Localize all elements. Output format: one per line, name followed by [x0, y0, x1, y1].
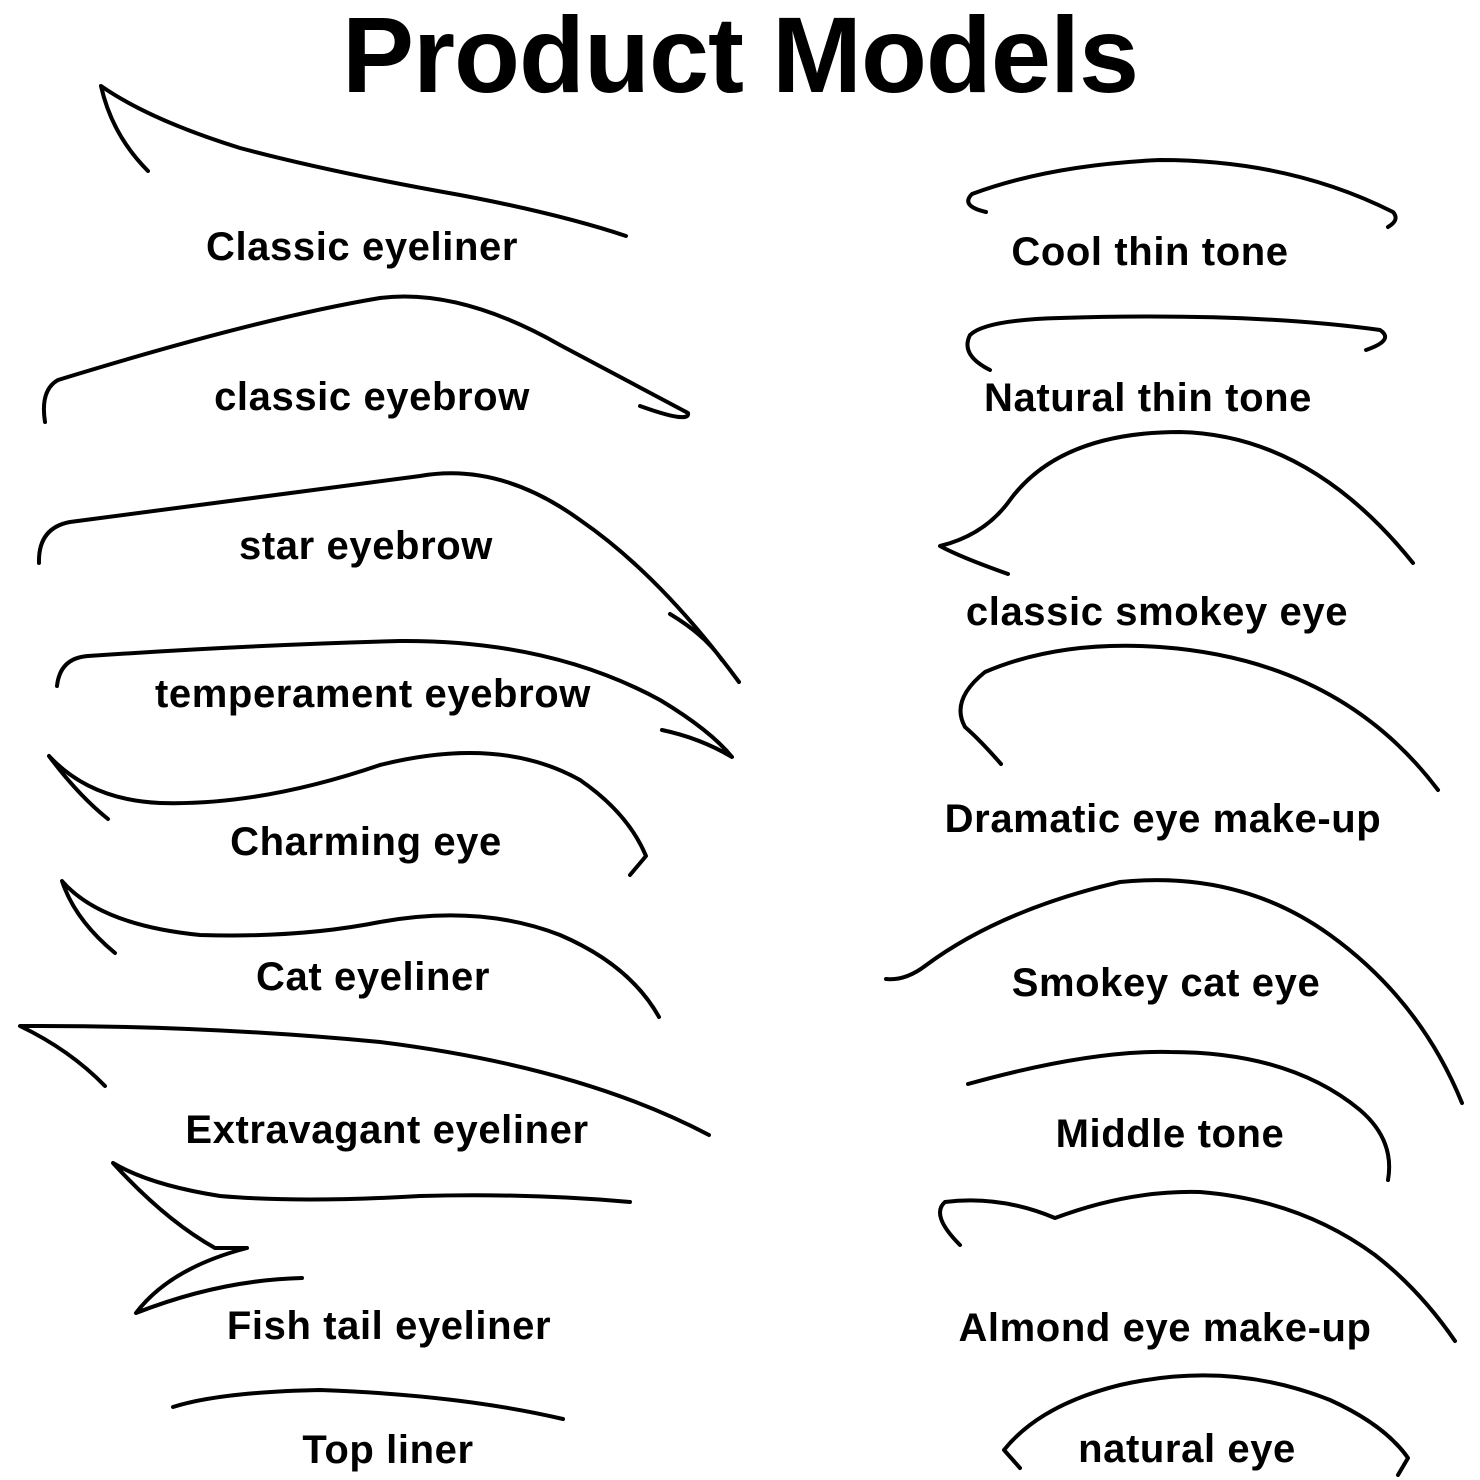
- cool-thin-tone-stroke: [966, 158, 1398, 229]
- cat-eyeliner-stroke: [60, 879, 661, 1019]
- model-label-natural-thin-tone: Natural thin tone: [984, 376, 1312, 420]
- star-eyebrow-stroke: [36, 471, 741, 684]
- model-label-charming-eye: Charming eye: [230, 820, 502, 864]
- model-label-star-eyebrow: star eyebrow: [239, 524, 493, 568]
- classic-eyeliner-stroke: [99, 84, 628, 238]
- model-label-dramatic-eye-make-up: Dramatic eye make-up: [944, 797, 1382, 841]
- model-label-classic-eyebrow: classic eyebrow: [214, 375, 530, 419]
- model-label-cat-eyeliner: Cat eyeliner: [256, 955, 490, 999]
- dramatic-eye-make-up-stroke: [958, 643, 1440, 792]
- model-label-classic-smokey-eye: classic smokey eye: [965, 590, 1349, 634]
- page-title: Product Models: [341, 0, 1139, 115]
- model-label-top-liner: Top liner: [302, 1428, 474, 1472]
- almond-eye-make-up-stroke: [938, 1189, 1457, 1343]
- model-label-classic-eyeliner: Classic eyeliner: [205, 225, 519, 269]
- model-label-natural-eye: natural eye: [1078, 1427, 1296, 1471]
- model-label-almond-eye-make-up: Almond eye make-up: [958, 1306, 1372, 1350]
- classic-eyebrow-stroke: [41, 294, 690, 424]
- fish-tail-eyeliner-stroke: [111, 1161, 632, 1315]
- charming-eye-stroke: [47, 751, 648, 877]
- temperament-eyebrow-stroke: [55, 638, 734, 759]
- classic-smokey-eye-stroke: [938, 430, 1415, 576]
- smokey-cat-eye-stroke: [884, 878, 1464, 1105]
- natural-thin-tone-stroke: [965, 314, 1388, 372]
- top-liner-stroke: [171, 1388, 565, 1421]
- middle-tone-stroke: [966, 1049, 1392, 1182]
- natural-eye-stroke: [1002, 1373, 1410, 1477]
- model-label-fish-tail-eyeliner: Fish tail eyeliner: [226, 1304, 552, 1348]
- model-label-middle-tone: Middle tone: [1055, 1112, 1285, 1156]
- model-label-temperament-eyebrow: temperament eyebrow: [155, 672, 591, 716]
- model-label-extravagant-eyeliner: Extravagant eyeliner: [185, 1108, 589, 1152]
- extravagant-eyeliner-stroke: [18, 1023, 711, 1137]
- model-label-smokey-cat-eye: Smokey cat eye: [1011, 961, 1321, 1005]
- model-label-cool-thin-tone: Cool thin tone: [1011, 230, 1289, 274]
